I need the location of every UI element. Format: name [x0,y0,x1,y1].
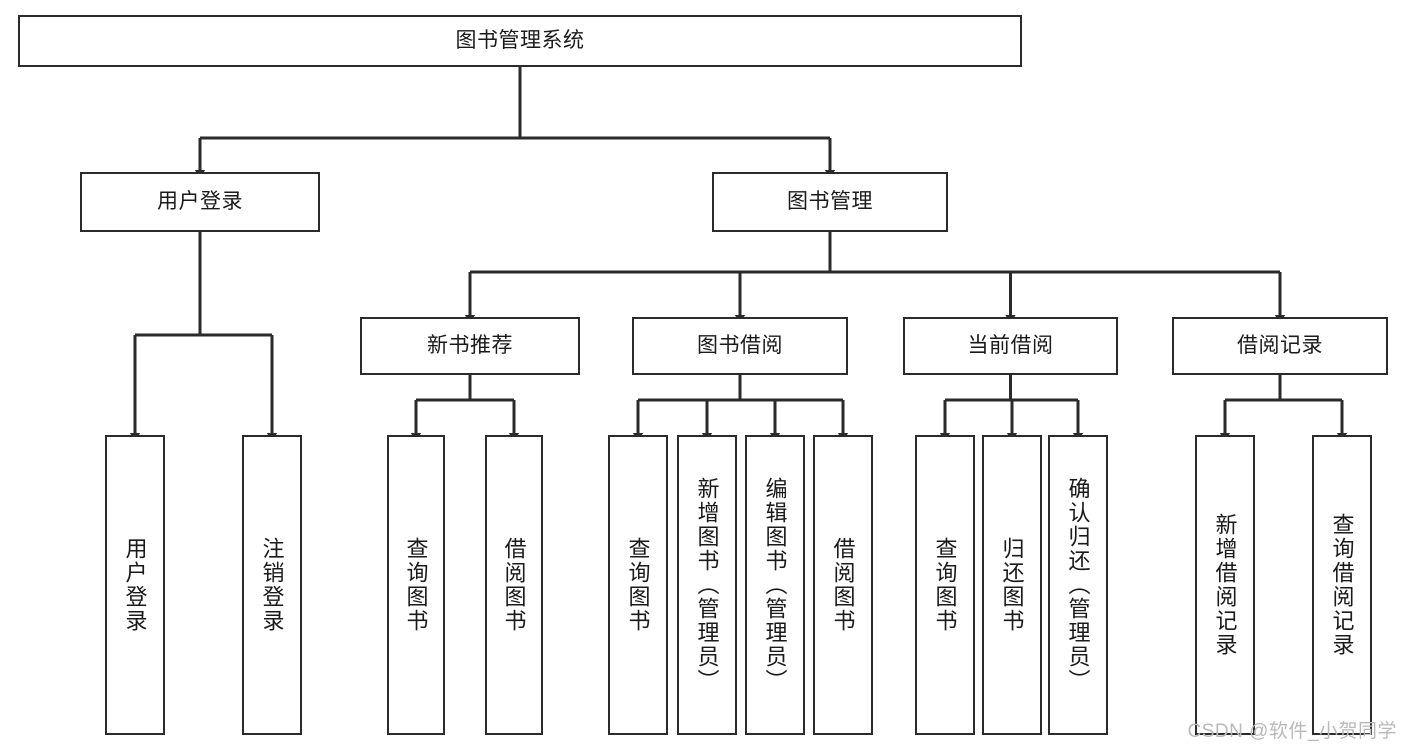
node-label: 确认归还（管理员） [1065,477,1091,693]
node-label: 注销登录 [259,537,285,633]
watermark-text: CSDN @软件_小贺同学 [1187,721,1397,742]
node-label: 查询图书 [932,537,958,633]
node-label: 归还图书 [999,537,1025,633]
node-label: 当前借阅 [967,333,1054,357]
node-leaf-query-book-1[interactable]: 查询图书 [387,435,445,735]
node-label: 图书管理系统 [455,28,585,52]
node-leaf-query-book-3[interactable]: 查询图书 [915,435,975,735]
node-leaf-edit-book[interactable]: 编辑图书（管理员） [745,435,805,735]
node-label: 查询图书 [403,537,429,633]
node-label: 新书推荐 [427,333,513,357]
node-leaf-add-record[interactable]: 新增借阅记录 [1195,435,1255,735]
node-leaf-add-book[interactable]: 新增图书（管理员） [677,435,737,735]
node-label: 图书管理 [787,189,873,213]
node-borrow-record[interactable]: 借阅记录 [1172,317,1388,375]
node-label: 图书借阅 [697,333,783,357]
node-label: 编辑图书（管理员） [762,477,788,693]
node-leaf-query-record[interactable]: 查询借阅记录 [1312,435,1372,735]
node-label: 借阅图书 [501,537,527,633]
node-leaf-return-book[interactable]: 归还图书 [982,435,1042,735]
node-label: 查询借阅记录 [1329,513,1355,657]
node-leaf-query-book-2[interactable]: 查询图书 [608,435,668,735]
node-label: 查询图书 [625,537,651,633]
node-label: 新增借阅记录 [1212,513,1238,657]
node-root[interactable]: 图书管理系统 [18,15,1022,67]
node-user-login[interactable]: 用户登录 [80,172,320,232]
node-leaf-confirm-return[interactable]: 确认归还（管理员） [1048,435,1108,735]
node-leaf-user-logout[interactable]: 注销登录 [242,435,302,735]
node-leaf-borrow-book-2[interactable]: 借阅图书 [813,435,873,735]
node-book-manage[interactable]: 图书管理 [712,172,948,232]
node-book-borrow[interactable]: 图书借阅 [632,317,848,375]
node-label: 用户登录 [157,189,243,213]
node-leaf-borrow-book-1[interactable]: 借阅图书 [485,435,543,735]
node-leaf-user-login[interactable]: 用户登录 [105,435,165,735]
node-current-borrow[interactable]: 当前借阅 [903,317,1118,375]
node-label: 借阅图书 [830,537,856,633]
node-label: 借阅记录 [1237,333,1323,357]
node-label: 新增图书（管理员） [694,477,720,693]
node-new-book-rec[interactable]: 新书推荐 [360,317,580,375]
node-label: 用户登录 [122,537,148,633]
